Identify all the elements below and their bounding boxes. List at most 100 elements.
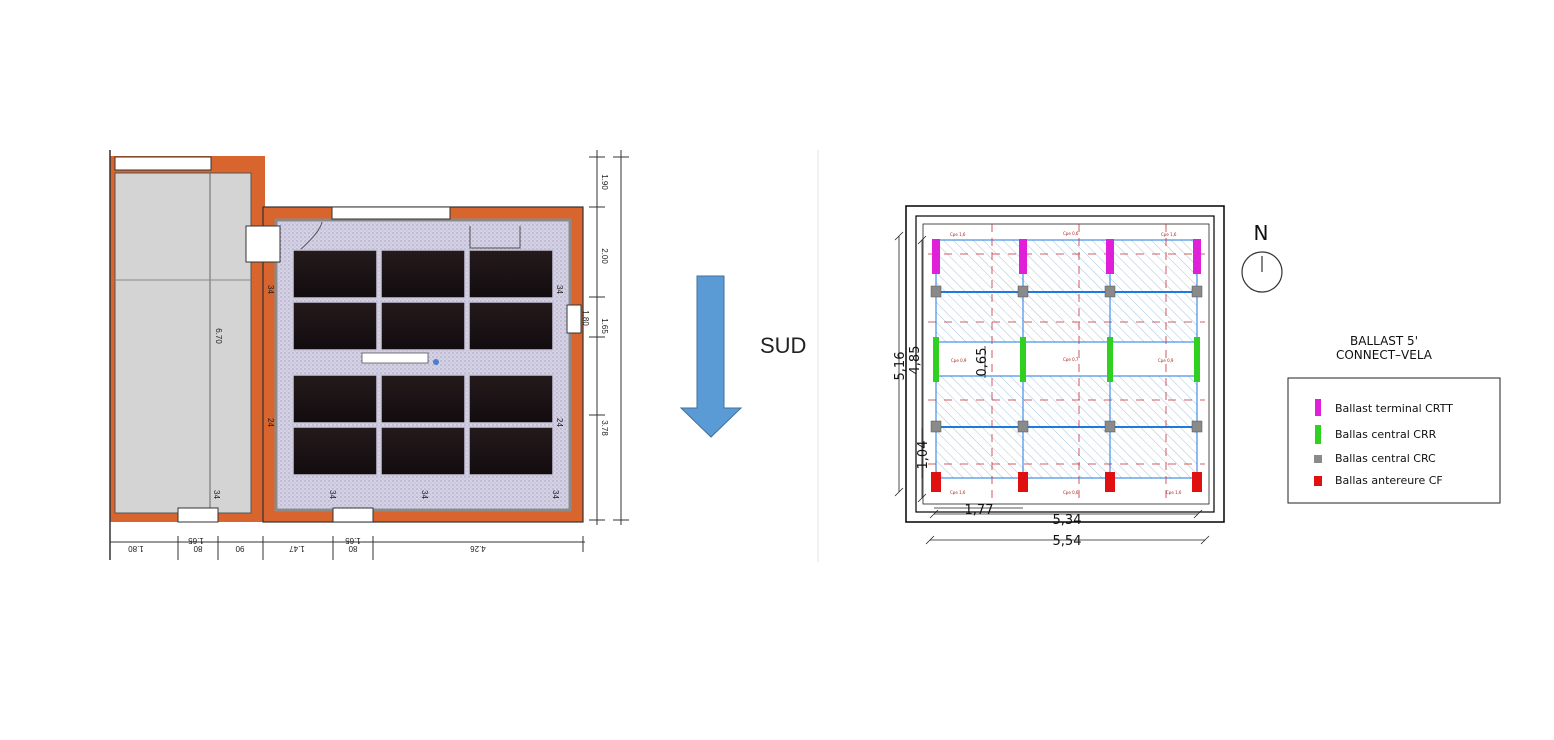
small-label: 24 <box>555 418 564 427</box>
legend-label: Ballast terminal CRTT <box>1335 402 1453 415</box>
dim-label-bottom: 4.26 <box>470 544 486 553</box>
small-label: 34 <box>551 490 560 499</box>
dim-5-54: 5,54 <box>1053 534 1082 549</box>
solar-panel <box>292 301 378 351</box>
dim-5-16: 5,16 <box>893 352 908 381</box>
cpe-label: Cpe 1,6 <box>950 490 966 495</box>
ballast-terminal-marker <box>932 239 940 274</box>
dim-4-85: 4,85 <box>908 346 923 375</box>
down-arrow-icon <box>679 275 743 438</box>
ballast-front-marker <box>1105 472 1115 492</box>
ballast-central-crc-marker <box>1104 420 1116 433</box>
hatched-cell <box>1110 427 1197 478</box>
ballast-front-marker <box>1018 472 1028 492</box>
solar-panel <box>468 301 554 351</box>
dim-label-bottom: 1.65 <box>188 536 204 545</box>
top-window <box>331 206 451 220</box>
connector <box>245 225 281 263</box>
solar-panel <box>380 249 466 299</box>
module-cell <box>1110 342 1197 376</box>
ballast-central-crr-marker <box>1107 337 1113 382</box>
ballast-central-crc-marker <box>1104 285 1116 298</box>
dim-label-1-90: 1.90 <box>600 174 609 190</box>
hatched-cell <box>936 376 1023 427</box>
dim-label-3-78: 3.78 <box>600 420 609 436</box>
hatched-cell <box>936 427 1023 478</box>
cpe-label: Cpe 0,6 <box>1063 231 1079 236</box>
south-arrow: SUD <box>679 275 806 438</box>
solar-panel <box>292 426 378 476</box>
inner-border <box>915 215 1215 513</box>
small-label: 34 <box>420 490 429 499</box>
solar-panel-array <box>292 249 554 476</box>
dim-5-34: 5,34 <box>1053 513 1082 528</box>
hatched-cell <box>936 292 1023 342</box>
hatched-panels <box>936 240 1197 478</box>
small-label: 34 <box>555 285 564 294</box>
cpe-label: Cpe 0,6 <box>1063 490 1079 495</box>
ballast-central-crc-marker <box>1191 285 1203 298</box>
hatched-cell <box>1023 292 1110 342</box>
legend-box <box>1287 377 1501 504</box>
dim-label-1-80: 1.80 <box>581 310 590 326</box>
cpe-label: Cpe 1,6 <box>1166 490 1182 495</box>
dim-label-bottom: 1.47 <box>289 544 305 553</box>
dim-1-04: 1,04 <box>916 441 931 470</box>
solar-panel <box>380 301 466 351</box>
module-cell <box>1023 342 1110 376</box>
legend-label: Ballas central CRC <box>1335 452 1436 465</box>
solar-panel <box>468 426 554 476</box>
dim-label-bottom: 1.65 <box>345 536 361 545</box>
dimension-lines-bottom <box>109 536 585 560</box>
hatched-cell <box>1110 240 1197 292</box>
dim-label-bottom: 80 <box>348 544 357 553</box>
hatched-cell <box>1023 376 1110 427</box>
compass: N <box>1241 221 1283 293</box>
legend-swatch-cf <box>1314 476 1322 486</box>
small-label: 34 <box>328 490 337 499</box>
ballast-central-crc-marker <box>1017 285 1029 298</box>
legend-swatch-crr <box>1315 425 1321 444</box>
solar-panel <box>292 249 378 299</box>
ballast-title: BALLAST 5' <box>1350 334 1418 348</box>
north-label: N <box>1254 221 1269 245</box>
ballast-terminal-marker <box>1193 239 1201 274</box>
dimension-lines-right <box>589 150 629 525</box>
dim-1-77: 1,77 <box>965 503 994 518</box>
hatched-cell <box>1110 376 1197 427</box>
ballast-terminal-marker <box>1019 239 1027 274</box>
left-building-top-window <box>114 156 212 171</box>
left-floor-plan: 1.90 2.00 1.80 1.65 3.78 6.70 34 24 34 2… <box>109 150 629 560</box>
hatched-cell <box>1023 427 1110 478</box>
dim-label-bottom: 1.80 <box>128 544 144 553</box>
cpe-label: Cpe 1,6 <box>950 232 966 237</box>
module-cell <box>936 342 1023 376</box>
solar-panel <box>468 374 554 424</box>
bottom-window-right <box>332 507 374 523</box>
hatched-cell <box>936 240 1023 292</box>
dim-label-6-70: 6.70 <box>214 328 223 344</box>
small-label: 34 <box>212 490 221 499</box>
dim-label-bottom: 80 <box>193 544 202 553</box>
legend-label: Ballas antereure CF <box>1335 474 1443 487</box>
ballast-front-marker <box>931 472 941 492</box>
ballast-plan: Cpe 1,6 Cpe 0,6 Cpe 1,6 Cpe 0,9 Cpe 0,7 … <box>893 205 1225 549</box>
dim-label-bottom: 90 <box>235 544 244 553</box>
ballast-subtitle: CONNECT–VELA <box>1336 348 1433 362</box>
hatched-cell <box>1110 292 1197 342</box>
legend-swatch-crtt <box>1315 399 1321 416</box>
solar-panel <box>380 426 466 476</box>
ballast-central-crr-marker <box>1194 337 1200 382</box>
bottom-window-left <box>177 507 219 523</box>
legend: Ballast terminal CRTT Ballas central CRR… <box>1287 377 1501 504</box>
small-label: 24 <box>266 418 275 427</box>
left-building-inner <box>114 172 252 514</box>
ballast-central-crr-marker <box>933 337 939 382</box>
legend-label: Ballas central CRR <box>1335 428 1437 441</box>
solar-panel <box>380 374 466 424</box>
ballast-central-crc-marker <box>1191 420 1203 433</box>
legend-swatch-crc <box>1314 455 1322 463</box>
dim-label-2-00: 2.00 <box>600 248 609 264</box>
dim-label-1-65: 1.65 <box>600 318 609 334</box>
